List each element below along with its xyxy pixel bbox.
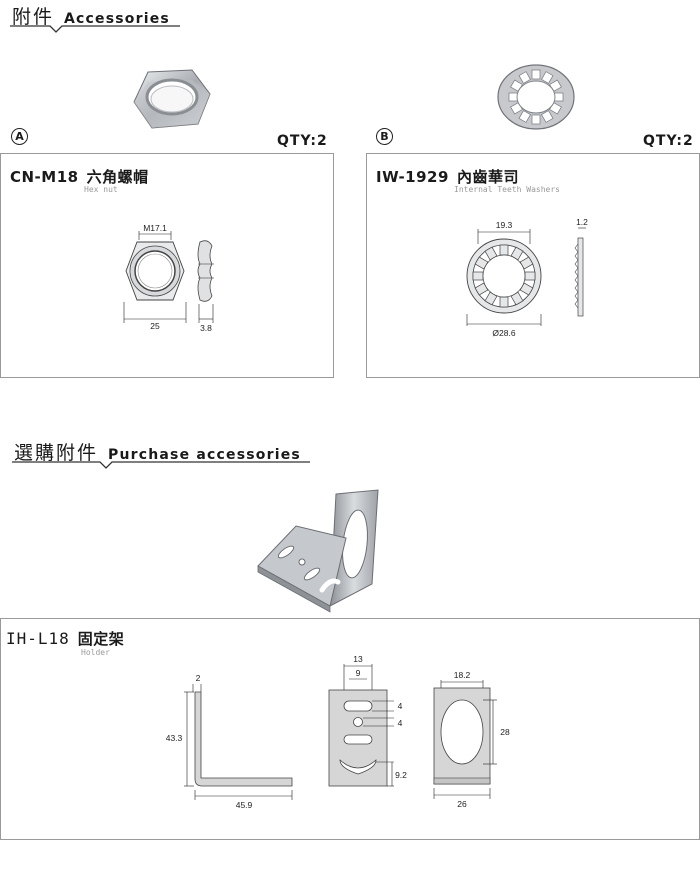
- item-a-marker: A: [11, 128, 28, 145]
- section-title-zh: 附件: [12, 6, 55, 28]
- title2-underline: [12, 461, 310, 469]
- item-b-qty: QTY:2: [643, 133, 694, 149]
- washer-photo: [497, 64, 575, 130]
- bracket-photo: [257, 489, 379, 613]
- dim-holder-width: 26: [457, 799, 467, 809]
- dim-slot-in: 9: [356, 668, 361, 678]
- section-title-purchase: 選購附件 Purchase accessories: [14, 438, 301, 465]
- item-a-model: CN-M18: [10, 168, 79, 186]
- section-title-en: Accessories: [64, 11, 170, 27]
- dim-d2: 4: [398, 718, 403, 728]
- dim-bottom: 9.2: [395, 770, 407, 780]
- dim-d1: 4: [398, 701, 403, 711]
- item-b-name-en: Internal Teeth Washers: [454, 185, 560, 194]
- dim-inner: 19.3: [496, 220, 513, 230]
- hex-nut-photo: [133, 69, 211, 129]
- section2-title-zh: 選購附件: [14, 442, 99, 464]
- item-c-title: IH-L18 固定架: [6, 628, 124, 649]
- item-c-name-zh: 固定架: [77, 630, 125, 648]
- item-a-qty: QTY:2: [277, 133, 328, 149]
- dim-outer: Ø28.6: [492, 328, 515, 338]
- holder-front-drawing: 18.2 28 26: [433, 670, 510, 809]
- item-b-name-zh: 內齒華司: [456, 168, 519, 186]
- item-c-model: IH-L18: [6, 629, 70, 648]
- section-title-accessories: 附件 Accessories: [12, 2, 170, 29]
- panel-hex-nut: [0, 153, 334, 378]
- section2-title-en: Purchase accessories: [108, 447, 301, 463]
- item-b-title: IW-1929 內齒華司: [376, 166, 519, 187]
- item-a-name-en: Hex nut: [84, 185, 118, 194]
- dim-length: 45.9: [236, 800, 253, 810]
- holder-base-drawing: 13 9 4 4 9.2: [328, 654, 407, 787]
- dim-height: 43.3: [166, 733, 183, 743]
- item-c-name-en: Holder: [81, 648, 110, 657]
- dim-thickness: 3.8: [200, 323, 212, 333]
- dim-width: 25: [150, 321, 160, 331]
- holder-side-drawing: 2 43.3 45.9: [166, 673, 293, 810]
- item-a-name-zh: 六角螺帽: [86, 168, 149, 186]
- washer-drawing: 19.3 Ø28.6 1.2: [466, 217, 588, 338]
- item-b-marker: B: [376, 128, 393, 145]
- item-a-title: CN-M18 六角螺帽: [10, 166, 149, 187]
- dim-washer-thickness: 1.2: [576, 217, 588, 227]
- dim-t: 2: [196, 673, 201, 683]
- dim-open-w: 18.2: [454, 670, 471, 680]
- dim-thread: M17.1: [143, 223, 167, 233]
- hex-nut-drawing: M17.1 25 3.8: [123, 223, 214, 333]
- item-b-model: IW-1929: [376, 168, 449, 186]
- title-underline: [10, 25, 180, 33]
- dim-slot-w: 13: [353, 654, 363, 664]
- dim-open-h: 28: [500, 727, 510, 737]
